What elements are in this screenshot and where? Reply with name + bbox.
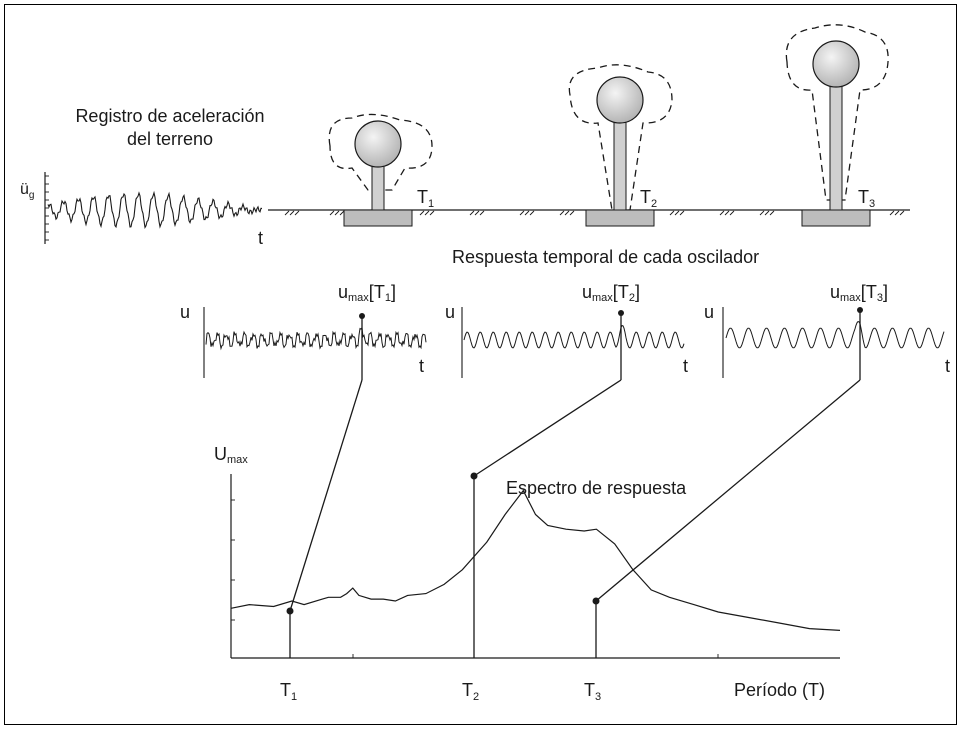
x-tick-T1: T1	[280, 680, 297, 703]
spectrum-curve	[230, 489, 841, 631]
response-1-umax-label: umax[T1]	[338, 282, 396, 304]
hatch-mark	[474, 210, 480, 216]
ground-hatching	[284, 210, 905, 216]
oscillator-3-mass	[812, 40, 860, 88]
response-1-t-label: t	[419, 356, 424, 376]
hatch-mark	[294, 210, 300, 216]
oscillator-1-column	[371, 164, 385, 212]
hatch-mark	[564, 210, 570, 216]
hatch-mark	[569, 210, 575, 216]
response-3-umax-label: umax[T3]	[830, 282, 888, 304]
figure-frame	[4, 4, 957, 725]
hatch-mark	[469, 210, 475, 216]
response-title: Respuesta temporal de cada oscilador	[452, 247, 759, 267]
oscillator-1-deformed-outline	[328, 113, 433, 191]
hatch-mark	[524, 210, 530, 216]
hatch-mark	[729, 210, 735, 216]
hatch-mark	[669, 210, 675, 216]
response-3-trace	[725, 321, 945, 349]
connector-2-diagonal	[473, 379, 622, 477]
spectrum-point-T3	[592, 597, 600, 605]
spectrum-title: Espectro de respuesta	[506, 478, 687, 498]
connector-3-diagonal	[595, 379, 861, 602]
ground-record-title-line2: del terreno	[127, 129, 213, 149]
response-2-t-label: t	[683, 356, 688, 376]
connector-1-diagonal	[289, 379, 363, 612]
hatch-mark	[764, 210, 770, 216]
spectrum-y-label: Umax	[214, 444, 248, 466]
hatch-mark	[899, 210, 905, 216]
oscillator-2-deformed-outline	[568, 64, 673, 211]
oscillator-1: T1	[328, 113, 434, 227]
hatch-mark	[419, 210, 425, 216]
hatch-mark	[674, 210, 680, 216]
response-2-umax-label: umax[T2]	[582, 282, 640, 304]
oscillator-3-period-label: T3	[858, 187, 875, 210]
x-tick-T2: T2	[462, 680, 479, 703]
oscillator-3: T3	[785, 24, 889, 227]
hatch-mark	[769, 210, 775, 216]
hatch-mark	[679, 210, 685, 216]
oscillator-1-period-label: T1	[417, 187, 434, 210]
response-3-u-label: u	[704, 302, 714, 322]
hatch-mark	[759, 210, 765, 216]
oscillator-2: T2	[568, 64, 673, 227]
spectrum-point-T2	[470, 472, 478, 480]
connector-lines	[289, 310, 861, 658]
oscillator-2-footing	[585, 209, 655, 227]
oscillator-1-footing	[343, 209, 413, 227]
x-axis-label: Período (T)	[734, 680, 825, 700]
hatch-mark	[719, 210, 725, 216]
hatch-mark	[284, 210, 290, 216]
oscillator-3-footing	[801, 209, 871, 227]
hatch-mark	[894, 210, 900, 216]
hatch-mark	[339, 210, 345, 216]
hatch-mark	[519, 210, 525, 216]
hatch-mark	[889, 210, 895, 216]
oscillator-3-column	[829, 85, 843, 212]
ground-record-t-label: t	[258, 228, 263, 248]
spectrum-point-T1	[286, 607, 294, 615]
hatch-mark	[329, 210, 335, 216]
ground-record-title-line1: Registro de aceleración	[75, 106, 264, 126]
oscillator-3-deformed-outline	[785, 24, 889, 201]
oscillator-2-period-label: T2	[640, 187, 657, 210]
hatch-mark	[724, 210, 730, 216]
hatch-mark	[479, 210, 485, 216]
response-1-trace	[205, 326, 427, 351]
oscillator-2-mass	[596, 76, 644, 124]
response-3-t-label: t	[945, 356, 950, 376]
oscillator-1-mass	[354, 120, 402, 168]
hatch-mark	[334, 210, 340, 216]
ground-record-ticks	[45, 175, 49, 241]
ground-accel-symbol: üg	[20, 181, 34, 201]
oscillator-2-column	[613, 119, 627, 212]
response-1-u-label: u	[180, 302, 190, 322]
hatch-mark	[559, 210, 565, 216]
hatch-mark	[529, 210, 535, 216]
hatch-mark	[424, 210, 430, 216]
ground-acceleration-trace	[47, 190, 263, 229]
hatch-mark	[289, 210, 295, 216]
x-tick-T3: T3	[584, 680, 601, 703]
hatch-mark	[429, 210, 435, 216]
response-2-u-label: u	[445, 302, 455, 322]
response-2-trace	[463, 325, 685, 349]
